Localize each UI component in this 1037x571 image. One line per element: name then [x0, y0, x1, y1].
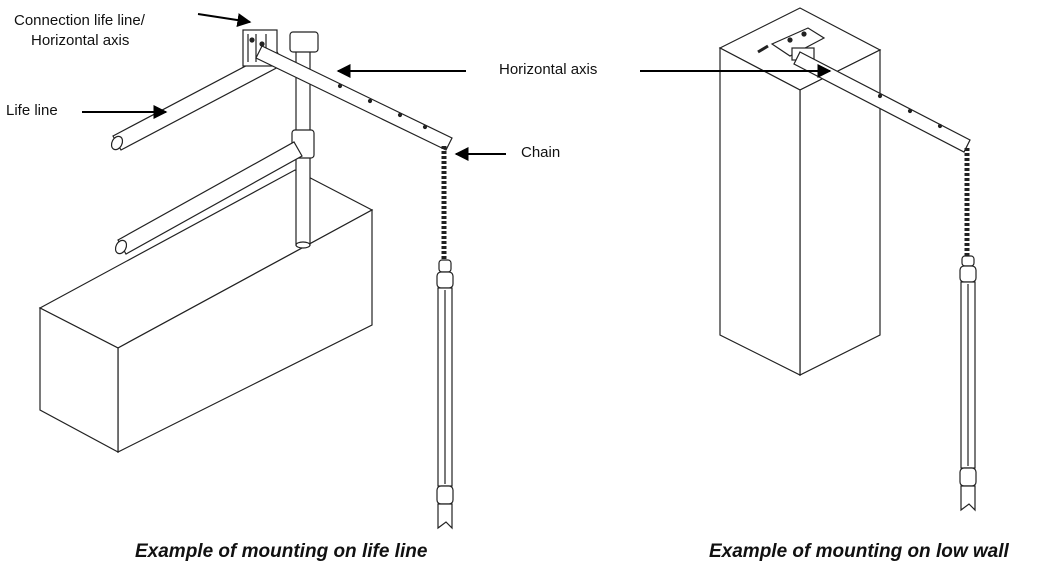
arrow-connection	[197, 13, 252, 28]
wall-block-left	[38, 169, 374, 454]
caption-left: Example of mounting on life line	[135, 541, 428, 562]
annotation-arrows	[82, 13, 832, 161]
upper-life-line-tube	[110, 49, 285, 151]
chain-label: Chain	[521, 144, 561, 161]
life-line-label: Life line	[6, 102, 58, 119]
connection-label-line1: Connection life line/	[14, 12, 145, 29]
wall-column-right	[718, 7, 882, 376]
lower-life-line-tube	[114, 141, 303, 255]
horizontal-axis-left	[255, 45, 453, 151]
horizontal-axis-label: Horizontal axis	[499, 61, 598, 78]
horizontal-axis-right	[793, 51, 971, 153]
pole-right	[959, 255, 977, 512]
caption-right: Example of mounting on low wall	[709, 541, 1009, 562]
pole-left	[436, 259, 454, 530]
connection-label-line2: Horizontal axis	[31, 32, 130, 49]
